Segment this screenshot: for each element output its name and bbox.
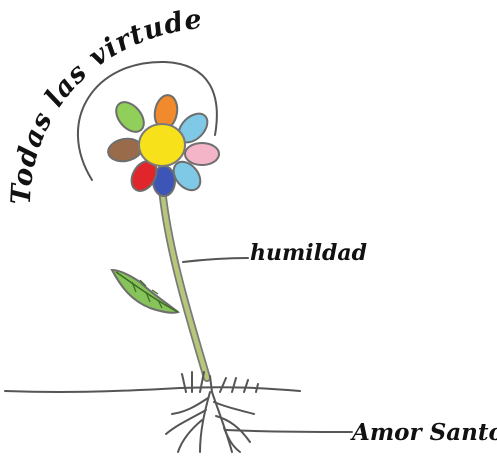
roots: [166, 392, 254, 452]
amor-santo-pointer: [226, 430, 352, 432]
leaf: [112, 270, 178, 313]
humildad-pointer: [183, 258, 248, 262]
amor-santo-label: Amor Santo: [350, 419, 497, 446]
flower-head: [106, 93, 219, 196]
flower-center: [139, 124, 185, 166]
petal-pink: [185, 143, 219, 165]
petal-brown: [106, 136, 143, 164]
grass: [182, 372, 258, 392]
humildad-label: humildad: [250, 240, 367, 266]
